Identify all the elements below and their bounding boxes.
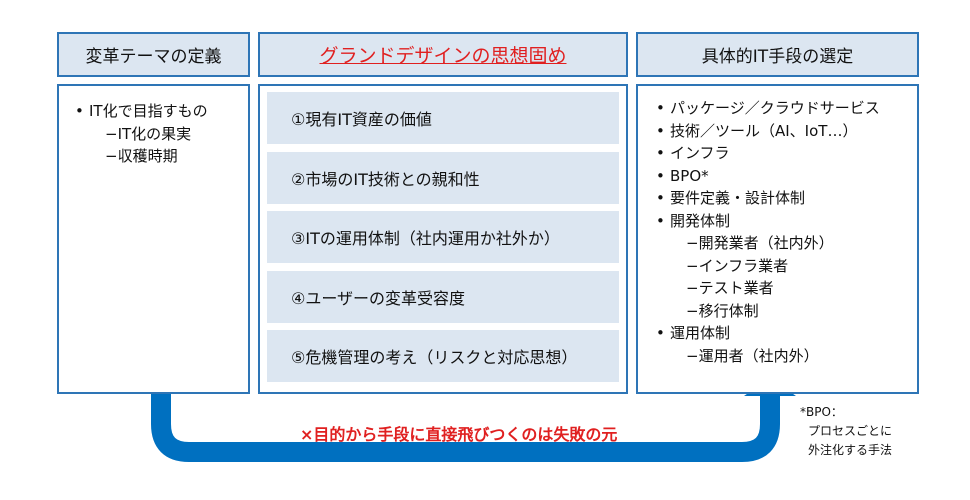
it-means-list-item: −開発業者（社内外） <box>686 234 834 252</box>
it-means-list-item: 要件定義・設計体制 <box>654 187 917 210</box>
it-means-list-item: −テスト業者 <box>686 279 774 297</box>
header-theme-definition: 変革テーマの定義 <box>57 32 250 77</box>
theme-list-item: −収穫時期 <box>105 147 178 165</box>
failure-warning-text: ×目的から手段に直接飛びつくのは失敗の元 <box>300 425 618 444</box>
it-means-list-item: 開発体制 <box>654 210 917 233</box>
header-grand-design: グランドデザインの思想固め <box>258 32 628 77</box>
grand-design-panel: ①現有IT資産の価値 ②市場のIT技術との親和性 ③ITの運用体制（社内運用か社外か… <box>258 84 628 394</box>
it-means-list-item: インフラ <box>654 142 917 165</box>
design-consideration-item: ⑤危機管理の考え（リスクと対応思想） <box>267 330 619 382</box>
it-means-list: パッケージ／クラウドサービス技術／ツール（AI、IoT…）インフラBPO*要件定… <box>654 97 917 367</box>
it-means-list-item: −移行体制 <box>686 301 759 320</box>
bpo-footnote-line: 外注化する手法 <box>808 443 893 457</box>
bpo-footnote-line: プロセスごとに <box>808 424 893 438</box>
theme-list-item: −IT化の果実 <box>105 124 192 143</box>
it-means-list-item: 技術／ツール（AI、IoT…） <box>654 120 917 143</box>
u-turn-arrow-shaft <box>151 390 780 462</box>
it-means-list-item: −インフラ業者 <box>686 256 789 275</box>
design-consideration-item: ③ITの運用体制（社内運用か社外か） <box>267 211 619 263</box>
it-means-list-item: パッケージ／クラウドサービス <box>654 97 917 120</box>
design-consideration-item: ①現有IT資産の価値 <box>267 92 619 144</box>
theme-definition-panel: IT化で目指すもの−IT化の果実 −収穫時期 <box>57 84 250 394</box>
design-consideration-item: ④ユーザーの変革受容度 <box>267 270 619 323</box>
design-consideration-item: ②市場のIT技術との親和性 <box>267 151 619 204</box>
it-means-list-item: 運用体制 <box>654 322 917 345</box>
bpo-footnote-line: *BPO： <box>800 405 843 419</box>
theme-list-item: IT化で目指すもの <box>73 100 248 123</box>
bpo-footnote: *BPO： プロセスごとに 外注化する手法 <box>800 403 892 460</box>
it-means-panel: パッケージ／クラウドサービス技術／ツール（AI、IoT…）インフラBPO*要件定… <box>636 84 919 394</box>
it-means-list-item: BPO* <box>654 165 917 188</box>
header-it-means-selection: 具体的IT手段の選定 <box>636 32 919 77</box>
theme-definition-list: IT化で目指すもの−IT化の果実 −収穫時期 <box>73 100 248 168</box>
it-means-list-item: −運用者（社内外） <box>686 346 819 365</box>
